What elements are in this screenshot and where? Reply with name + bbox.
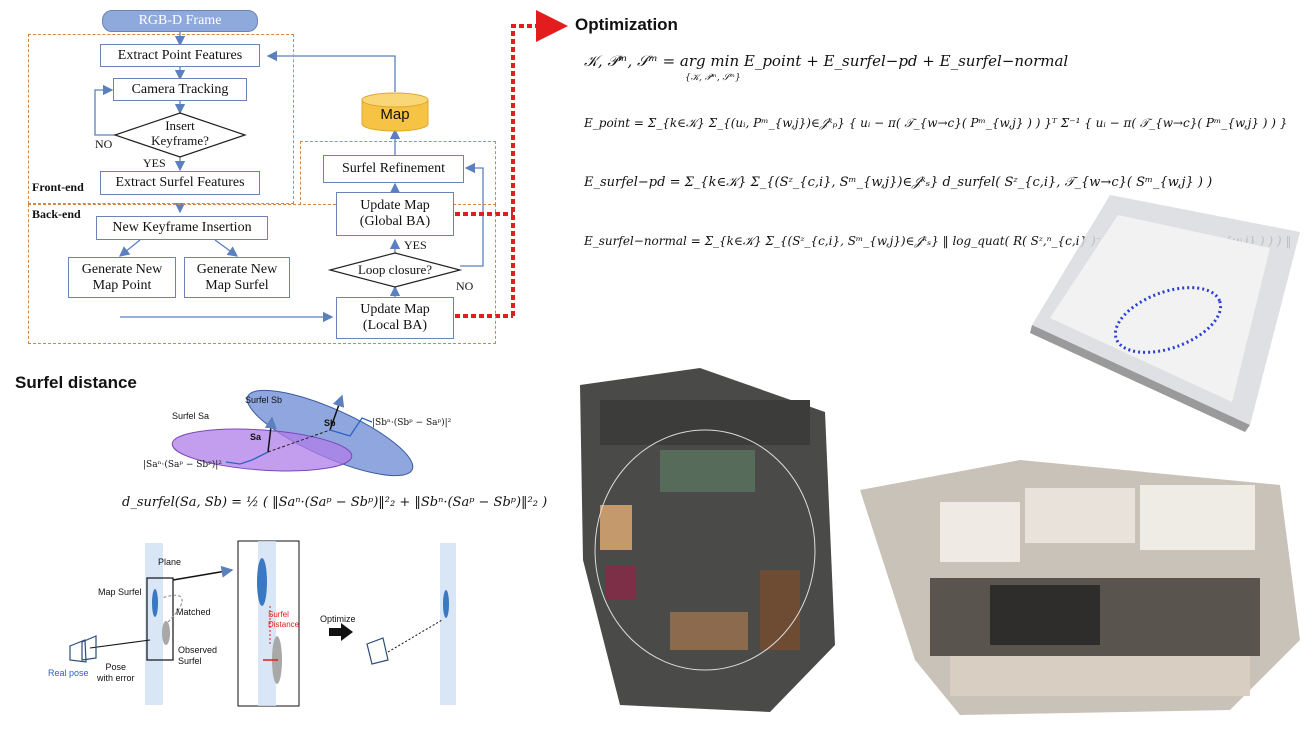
normal-a-label: Sa (250, 432, 262, 442)
database-icon (361, 92, 429, 132)
extract-surfel-features-box: Extract Surfel Features (100, 171, 260, 195)
observed-line2: Surfel (178, 656, 202, 666)
local-ba-box: Update Map (Local BA) (336, 297, 454, 339)
global-ba-box: Update Map (Global BA) (336, 192, 454, 236)
normal-b-label: Sb (324, 418, 336, 428)
insert-keyframe-label: Insert Keyframe? (140, 118, 220, 148)
gen-point-text: Generate New Map Point (82, 262, 162, 294)
optimize-label: Optimize (320, 614, 356, 624)
surfel-distance-line2: Distance (268, 620, 300, 629)
loop-closure-label: Loop closure? (357, 262, 432, 277)
back-end-upper-region (300, 141, 496, 205)
distance-b-label: |Sbⁿ·(Sbᵖ − Saᵖ)|² (372, 418, 452, 428)
point-cloud-image (860, 460, 1300, 715)
global-ba-line2: (Global BA) (359, 214, 431, 229)
surfel-a-ellipse (171, 428, 353, 472)
optimization-heading: Optimization (575, 15, 678, 34)
gen-point-line2: Map Point (92, 277, 152, 293)
point-energy-equation: E_point = Σ_{k∈𝒦} Σ_{(uᵢ, Pᵐ_{w,j})∈𝒥ᵏₚ}… (584, 116, 1288, 130)
gen-point-line1: Generate New (81, 261, 163, 277)
distance-a-label: |Saⁿ·(Saᵖ − Sbᵖ)|² (143, 460, 222, 470)
plane-left (145, 543, 163, 705)
surfel-refinement-box: Surfel Refinement (323, 155, 464, 183)
back-end-label: Back-end (32, 207, 81, 221)
arrow-right-icon (329, 623, 353, 641)
camera-tracking-box: Camera Tracking (113, 78, 247, 101)
front-end-label: Front-end (32, 180, 84, 194)
surfel-pd-energy-equation: E_surfel−pd = Σ_{k∈𝒦} Σ_{(Sᶻ_{c,i}, Sᵐ_{… (584, 175, 1213, 190)
local-ba-line2: (Local BA) (362, 318, 428, 333)
back-end-region (28, 204, 496, 344)
map-surfel-label: Map Surfel (98, 587, 142, 597)
map-label: Map (380, 106, 410, 123)
generate-map-point-box: Generate New Map Point (68, 257, 176, 298)
local-ba-text: Update Map (Local BA) (360, 302, 430, 334)
observed-line1: Observed (178, 645, 218, 655)
yes-label-right: YES (404, 238, 427, 252)
front-end-region (28, 34, 294, 204)
surfel-a-label: Surfel Sa (172, 411, 210, 421)
observed-surfel-label: Observed Surfel (178, 645, 217, 667)
real-pose-label: Real pose (48, 668, 89, 678)
new-keyframe-insertion-box: New Keyframe Insertion (96, 216, 268, 240)
no-label-right: NO (456, 279, 474, 293)
surfel-distance-line1: Surfel (268, 610, 289, 619)
yes-label-left: YES (143, 156, 166, 170)
gen-surfel-text: Generate New Map Surfel (197, 262, 277, 294)
loop-closure-diamond (327, 252, 463, 288)
generate-map-surfel-box: Generate New Map Surfel (184, 257, 290, 298)
surfel-b-label: Surfel Sb (245, 395, 283, 405)
no-label-left: NO (95, 137, 113, 151)
surfel-distance-formula: d_surfel(Sa, Sb) = ½ ( ‖Saⁿ·(Saᵖ − Sbᵖ)‖… (122, 495, 548, 510)
objective-equation: 𝒦, 𝒫ᵐ, 𝒮ᵐ = arg min E_point + E_surfel−p… (584, 52, 1069, 70)
point-cloud-image (580, 368, 835, 712)
extract-point-features-box: Extract Point Features (100, 44, 260, 67)
local-ba-line1: Update Map (360, 302, 430, 317)
gen-surfel-line2: Map Surfel (205, 277, 269, 293)
pose-error-line2: with error (97, 673, 135, 683)
pose-error-line1: Pose (105, 662, 127, 672)
insert-keyframe-line1: Insert (165, 118, 195, 133)
global-ba-line1: Update Map (360, 198, 430, 213)
surfel-distance-heading: Surfel distance (15, 373, 137, 392)
objective-equation-subscript: {𝒦, 𝒫ᵐ, 𝒮ᵐ} (685, 73, 741, 83)
camera-frustum-icon (69, 635, 389, 665)
global-ba-text: Update Map (Global BA) (360, 198, 430, 230)
point-cloud-image (1030, 195, 1300, 432)
insert-keyframe-line2: Keyframe? (151, 133, 209, 148)
pose-error-label: Pose with error (97, 662, 135, 684)
insert-keyframe-diamond (113, 112, 247, 158)
rgbd-frame-box: RGB-D Frame (102, 10, 258, 32)
surfel-distance-label: Surfel Distance (268, 610, 299, 630)
matched-label: Matched (176, 607, 211, 617)
gen-surfel-line1: Generate New (196, 261, 278, 277)
plane-label: Plane (158, 557, 182, 567)
